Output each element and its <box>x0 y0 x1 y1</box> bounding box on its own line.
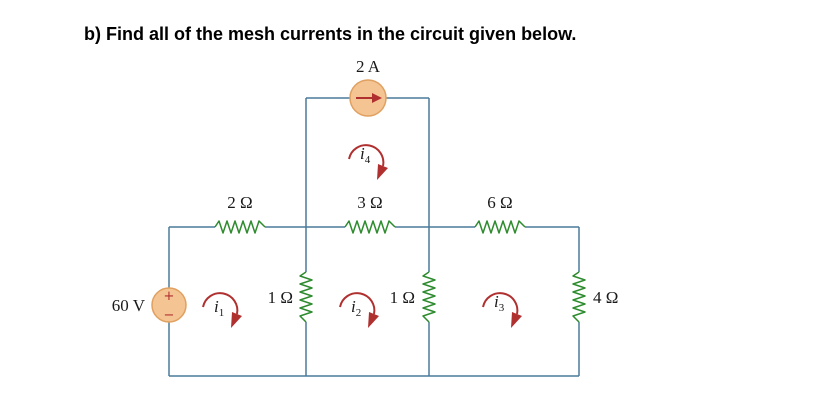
mesh-arrow-i3 <box>482 292 522 328</box>
label-i2: i2 <box>351 297 361 319</box>
current-source <box>349 79 387 117</box>
plus-sign: + <box>164 289 175 304</box>
label-r-v2: 1 Ω <box>390 288 415 307</box>
label-r-v1: 1 Ω <box>268 288 293 307</box>
mesh-arrow-i4 <box>348 144 388 180</box>
label-i1: i1 <box>214 297 224 319</box>
label-i4: i4 <box>360 144 371 166</box>
resistor-1-ohm-left <box>299 271 313 323</box>
resistor-4-ohm <box>572 271 586 323</box>
resistor-6-ohm <box>474 220 526 234</box>
voltage-source: + − <box>151 287 187 323</box>
label-current-source: 2 A <box>356 57 381 76</box>
mesh-arrow-i2 <box>339 292 379 328</box>
label-r-top-right: 6 Ω <box>487 193 512 212</box>
resistor-2-ohm <box>214 220 266 234</box>
mesh-arrow-i1 <box>202 292 242 328</box>
resistor-3-ohm <box>344 220 396 234</box>
label-r-top-mid: 3 Ω <box>357 193 382 212</box>
question-title: b) Find all of the mesh currents in the … <box>84 24 577 44</box>
label-r-right: 4 Ω <box>593 288 618 307</box>
wires <box>168 97 580 377</box>
label-voltage-source: 60 V <box>112 296 146 315</box>
label-i3: i3 <box>494 292 505 314</box>
minus-sign: − <box>164 308 175 323</box>
resistor-1-ohm-right <box>422 271 436 323</box>
label-r-top-left: 2 Ω <box>227 193 252 212</box>
